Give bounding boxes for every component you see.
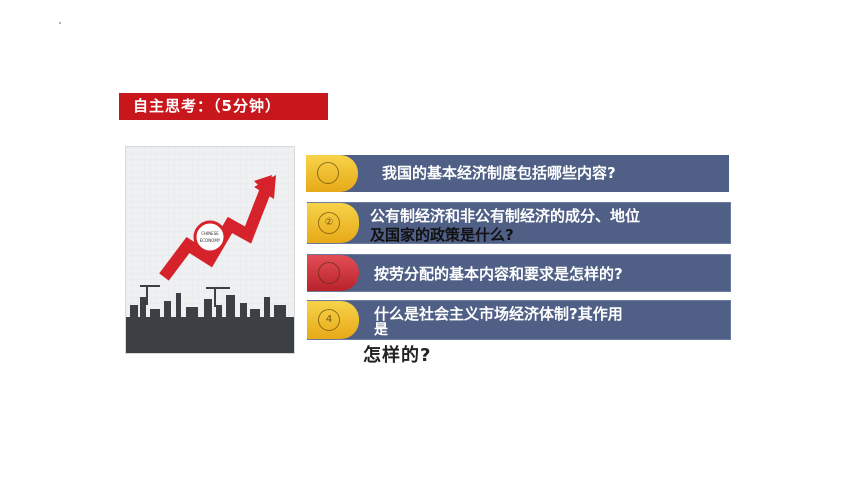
question-card-4[interactable]: 4 什么是社会主义市场经济体制?其作用 是: [307, 300, 731, 340]
question-text-3: 按劳分配的基本内容和要求是怎样的?: [374, 265, 623, 283]
question-pill-2: ②: [307, 203, 359, 243]
stamp-text-2: ECONOMY: [200, 238, 221, 243]
number-badge-2: ②: [318, 212, 340, 234]
question-text-2b: 及国家的政策是什么?: [370, 226, 514, 244]
question-card-1[interactable]: 我国的基本经济制度包括哪些内容?: [306, 155, 729, 192]
number-badge-3: [318, 262, 340, 284]
question-text-4-continuation: 怎样的?: [363, 345, 432, 366]
question-card-3[interactable]: 按劳分配的基本内容和要求是怎样的?: [307, 254, 731, 292]
question-text-2a: 公有制经济和非公有制经济的成分、地位: [370, 207, 641, 225]
question-pill-4: 4: [307, 301, 359, 339]
question-text-4b: 是: [374, 322, 388, 338]
question-card-2[interactable]: ② 公有制经济和非公有制经济的成分、地位 及国家的政策是什么?: [307, 202, 731, 244]
number-badge-4: 4: [318, 309, 340, 331]
number-badge-1: [317, 162, 339, 184]
economy-growth-illustration: CHINESE ECONOMY: [125, 146, 295, 354]
section-title: 自主思考：（5分钟）: [119, 93, 328, 120]
question-text-1: 我国的基本经济制度包括哪些内容?: [382, 164, 616, 182]
question-pill-3: [307, 255, 359, 291]
question-text-4a: 什么是社会主义市场经济体制?其作用: [374, 305, 623, 323]
stamp-text-1: CHINESE: [201, 231, 219, 236]
question-pill-1: [306, 155, 358, 192]
decorative-dot: [59, 22, 61, 24]
